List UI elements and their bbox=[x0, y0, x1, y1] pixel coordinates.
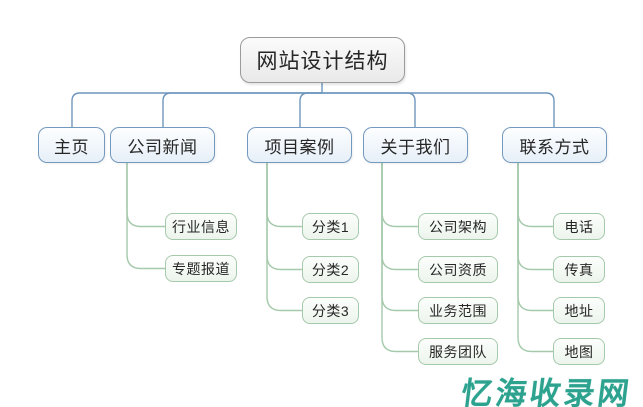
node-business-scope: 业务范围 bbox=[418, 297, 498, 324]
connector-to-about-us bbox=[322, 92, 416, 127]
node-root: 网站设计结构 bbox=[240, 37, 405, 83]
connector-to-map bbox=[517, 163, 553, 353]
node-fax: 传真 bbox=[553, 256, 605, 283]
connector-to-company-structure bbox=[381, 163, 418, 228]
connector-to-category-2 bbox=[266, 163, 302, 271]
connector-to-company-qualifications bbox=[381, 163, 418, 271]
node-category-1: 分类1 bbox=[302, 213, 359, 240]
node-service-team: 服务团队 bbox=[418, 338, 498, 365]
connector-to-business-scope bbox=[381, 163, 418, 312]
node-contact: 联系方式 bbox=[502, 127, 607, 163]
watermark-text: 忆海收录网 bbox=[459, 376, 634, 407]
connector-to-special-reports bbox=[126, 163, 165, 270]
connector-to-service-team bbox=[381, 163, 418, 353]
node-address: 地址 bbox=[553, 297, 605, 324]
connector-to-phone bbox=[517, 163, 553, 228]
node-company-qualifications: 公司资质 bbox=[418, 256, 498, 283]
connector-to-address bbox=[517, 163, 553, 312]
connector-to-contact bbox=[322, 92, 555, 127]
node-category-2: 分类2 bbox=[302, 256, 359, 283]
connector-to-company-news bbox=[162, 92, 322, 127]
node-special-reports: 专题报道 bbox=[165, 255, 237, 282]
level1-connectors bbox=[71, 83, 555, 127]
node-map: 地图 bbox=[553, 338, 605, 365]
connector-to-category-3 bbox=[266, 163, 302, 312]
connector-to-category-1 bbox=[266, 163, 302, 228]
connector-to-project-cases bbox=[299, 92, 322, 127]
connector-to-industry-info bbox=[126, 163, 165, 228]
node-home: 主页 bbox=[38, 127, 105, 163]
connector-to-home bbox=[71, 92, 322, 127]
node-company-news: 公司新闻 bbox=[110, 127, 215, 163]
connector-to-fax bbox=[517, 163, 553, 271]
node-category-3: 分类3 bbox=[302, 297, 359, 324]
node-project-cases: 项目案例 bbox=[247, 127, 352, 163]
node-company-structure: 公司架构 bbox=[418, 213, 498, 240]
node-industry-info: 行业信息 bbox=[165, 213, 237, 240]
node-about-us: 关于我们 bbox=[363, 127, 468, 163]
node-phone: 电话 bbox=[553, 213, 605, 240]
